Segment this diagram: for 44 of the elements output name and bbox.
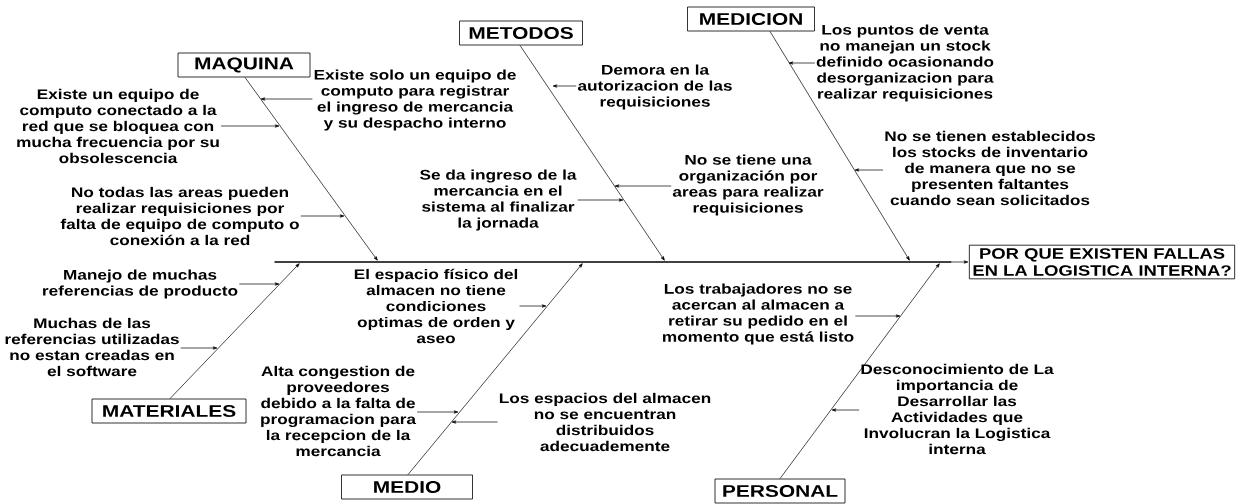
arrow <box>519 304 547 308</box>
category-box: MATERIALES <box>91 398 247 424</box>
arrow <box>220 124 280 128</box>
cause-text: Los trabajadores no se acercan al almacen a retirar su pedido en el momento que está listo <box>662 283 854 345</box>
arrow <box>180 346 218 350</box>
arrow <box>238 282 280 286</box>
category-box: METODOS <box>459 20 583 46</box>
cause-text: El espacio físico del almacen no tiene condiciones optimas de orden y aseo <box>354 268 518 344</box>
arrow <box>577 198 624 202</box>
arrow <box>451 420 498 424</box>
category-box: PERSONAL <box>714 478 846 504</box>
category-box: MEDICION <box>687 6 815 32</box>
bone-arrow <box>519 45 665 261</box>
arrow <box>416 410 459 414</box>
arrow <box>831 408 860 412</box>
cause-text: Existe un equipo de computo conectado a la red que se bloquea con mucha frecuencia por su obsolescencia <box>17 88 219 164</box>
spine-arrow <box>951 260 969 264</box>
bone-arrow <box>407 263 583 475</box>
cause-text: No se tiene una organización por areas para realizar requisiciones <box>672 154 824 216</box>
arrow <box>854 168 884 172</box>
category-box: MAQUINA <box>177 52 311 78</box>
arrow <box>552 84 577 88</box>
bone-arrow <box>769 31 910 261</box>
bone-arrow <box>169 263 300 399</box>
cause-text: Muchas de las referencias utilizadas no estan creadas en el software <box>5 317 179 377</box>
arrow <box>260 97 313 101</box>
cause-text: Los espacios del almacen no se encuentran distribuidos adecuademente <box>499 392 711 452</box>
cause-text: Los puntos de venta no manejan un stock definido ocasionando desorganizacion para realizar requisiciones <box>816 24 994 102</box>
problem-box: POR QUE EXISTEN FALLAS EN LA LOGISTICA INTERNA? <box>968 244 1236 280</box>
cause-text: No todas las areas pueden realizar requisiciones por falta de equipo de computo o conexión a la red <box>60 186 299 246</box>
cause-text: No se tienen establecidos los stocks de inventario de manera que no se presenten faltantes cuando sean solicitados <box>885 130 1096 206</box>
category-box: MEDIO <box>341 474 473 500</box>
cause-text: Se da ingreso de la mercancia en el sistema al finalizar la jornada <box>420 169 577 231</box>
cause-text: Alta congestion de proveedores debido a la falta de programacion para la recepcion de la mercancia <box>261 365 417 457</box>
cause-text: Existe solo un equipo de computo para registrar el ingreso de mercancia y su despacho interno <box>314 69 516 131</box>
arrow <box>855 314 901 318</box>
bone-arrow <box>244 77 378 261</box>
arrow <box>614 184 672 188</box>
arrow <box>300 214 345 218</box>
arrow <box>788 61 816 65</box>
bone-arrow <box>779 263 940 479</box>
cause-text: Manejo de muchas referencias de producto <box>43 269 238 299</box>
cause-text: Demora en la autorizacion de las requisiciones <box>578 64 732 110</box>
cause-text: Desconocimiento de La importancia de Desarrollar las Actividades que Involucran la Logistica interna <box>861 363 1054 455</box>
